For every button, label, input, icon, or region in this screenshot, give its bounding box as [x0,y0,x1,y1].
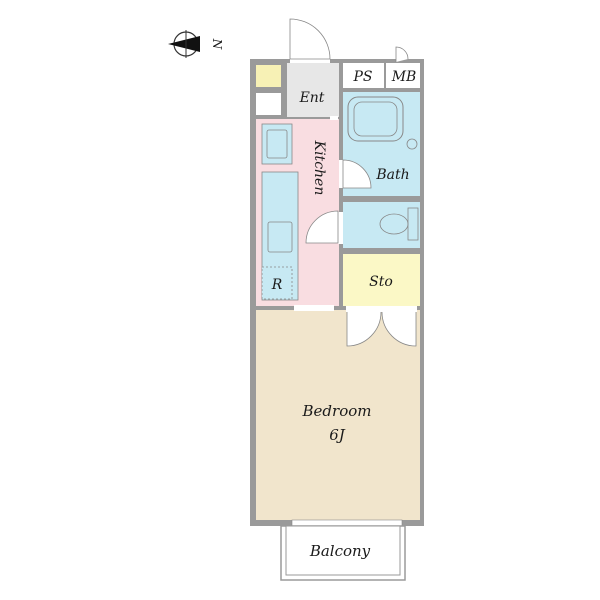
storage-area [343,254,420,306]
toilet-bowl [379,213,409,235]
bath-faucet [406,138,418,150]
storage-label: Sto [369,274,393,290]
north-arrow-icon [168,30,200,58]
shoe-cabinet-lower [256,93,281,115]
compass-label: N [210,38,224,50]
front-door-opening [290,57,330,63]
meter-box-label: MB [391,69,417,85]
meter-box-door-swing [395,46,409,62]
pipe-space-label: PS [352,69,372,85]
bedroom-size-label: 6J [329,426,346,444]
storage-door-swing-left [346,311,382,347]
washbasin-bowl [266,129,288,159]
pipe-space-area [343,63,384,88]
entrance-label: Ent [299,90,325,106]
bathtub [347,96,404,142]
refrigerator-space [261,266,293,300]
bath-label: Bath [375,167,409,183]
toilet-door-opening [338,212,343,244]
storage-door-opening [346,306,417,312]
balcony-window [291,519,403,527]
bedroom-label: Bedroom [302,402,372,420]
shoe-cabinet-upper [256,65,281,87]
meter-box-area [386,63,420,88]
bedroom-area [256,310,420,520]
bath-door-swing [342,159,372,189]
kitchen-partition-opening [330,116,338,120]
kitchen-label: Kitchen [311,140,327,196]
bath-door-opening [339,160,344,188]
balcony-inner [285,525,401,576]
balcony-label: Balcony [309,542,371,560]
refrigerator-label: R [271,277,283,293]
toilet-area [343,202,420,248]
bathtub-inner [353,101,398,137]
kitchen-sink [267,221,293,253]
storage-door-swing-right [381,311,417,347]
entrance-area [287,63,339,117]
bedroom-door-opening [294,305,334,311]
front-door-swing [289,18,331,60]
toilet-door-swing [305,210,339,244]
